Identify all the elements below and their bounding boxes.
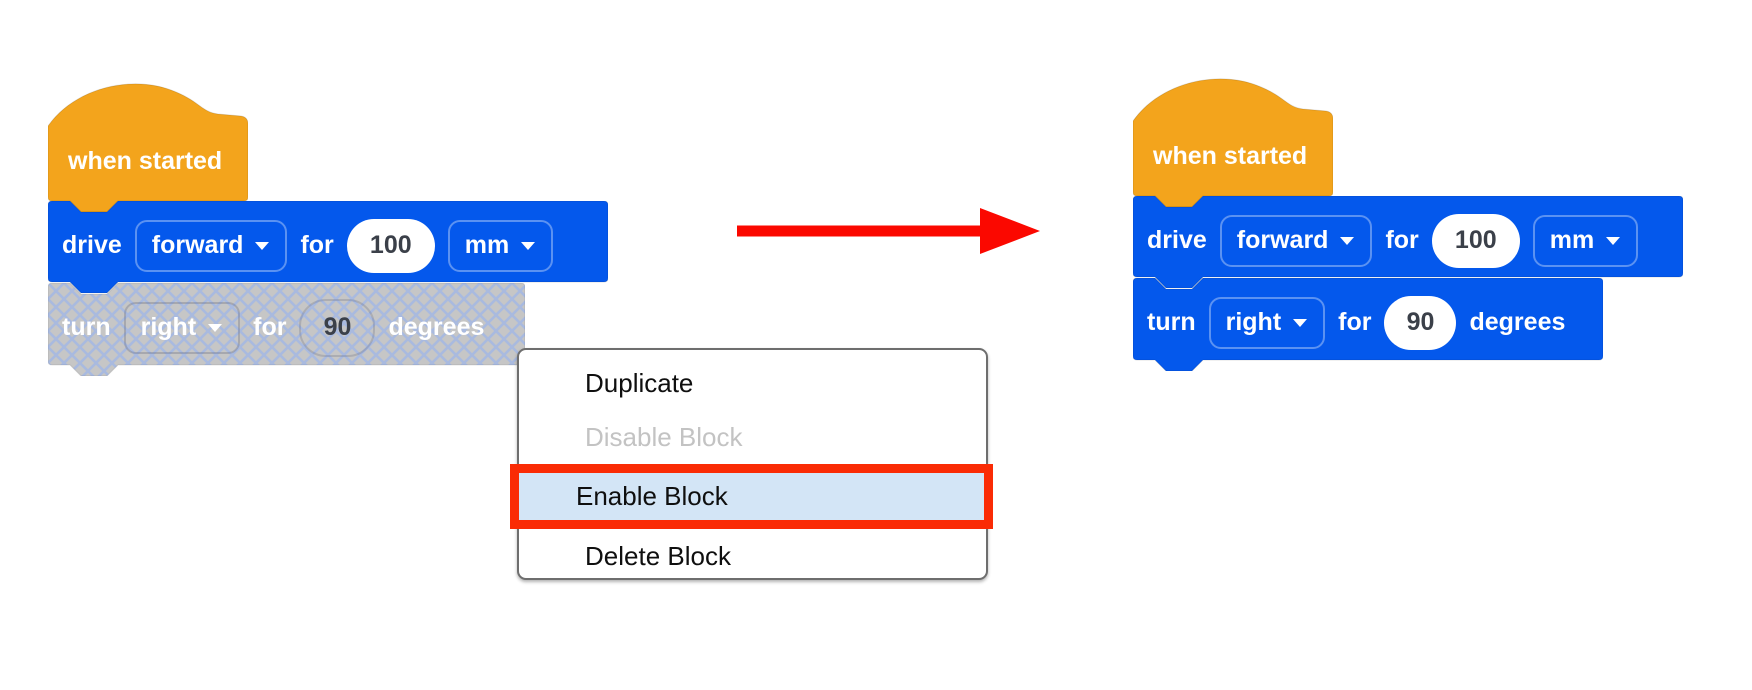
turn-verb-label: turn <box>1147 308 1196 336</box>
block-context-menu: Duplicate Disable Block Enable Block Del… <box>510 348 993 580</box>
when-started-hat-block[interactable]: when started <box>1133 75 1333 207</box>
dropdown-caret-icon <box>1292 318 1308 328</box>
drive-direction-value: forward <box>151 231 244 259</box>
turn-block-disabled[interactable]: turn right for 90 degrees <box>48 283 525 376</box>
dropdown-caret-icon <box>254 241 270 251</box>
turn-direction-dropdown[interactable]: right <box>1208 296 1326 349</box>
menu-item-duplicate[interactable]: Duplicate <box>585 367 694 398</box>
turn-for-label: for <box>1338 308 1372 336</box>
drive-direction-value: forward <box>1236 226 1329 254</box>
turn-angle-input[interactable]: 90 <box>1384 295 1457 350</box>
arrow-icon <box>737 208 1040 254</box>
drive-unit-value: mm <box>464 231 510 259</box>
dropdown-caret-icon <box>520 241 536 251</box>
turn-angle-input[interactable]: 90 <box>299 298 376 357</box>
turn-verb-label: turn <box>62 313 111 341</box>
drive-distance-input[interactable]: 100 <box>1431 213 1520 268</box>
menu-item-delete-block[interactable]: Delete Block <box>585 540 731 571</box>
turn-degrees-label: degrees <box>1469 308 1566 336</box>
turn-direction-value: right <box>140 313 197 341</box>
dropdown-caret-icon <box>207 323 223 333</box>
menu-item-disable-block[interactable]: Disable Block <box>585 421 743 452</box>
drive-for-label: for <box>1385 226 1419 254</box>
drive-unit-value: mm <box>1549 226 1595 254</box>
drive-verb-label: drive <box>1147 226 1207 254</box>
transition-arrow <box>730 200 1050 267</box>
turn-degrees-label: degrees <box>388 313 485 341</box>
drive-block-shape <box>1133 196 1683 288</box>
turn-for-label: for <box>253 313 287 341</box>
turn-block[interactable]: turn right for 90 degrees <box>1133 278 1603 371</box>
drive-block-shape <box>48 201 608 293</box>
drive-for-label: for <box>300 231 334 259</box>
dropdown-caret-icon <box>1339 236 1355 246</box>
menu-item-enable-block-label: Enable Block <box>576 481 728 511</box>
hat-block-shape <box>48 83 248 212</box>
drive-verb-label: drive <box>62 231 122 259</box>
drive-block[interactable]: drive forward for 100 mm <box>1133 196 1683 288</box>
dropdown-caret-icon <box>1605 236 1621 246</box>
hat-block-label: when started <box>1153 141 1308 170</box>
turn-block-shape <box>1133 278 1603 371</box>
turn-direction-dropdown[interactable]: right <box>123 301 241 354</box>
when-started-hat-block[interactable]: when started <box>48 80 248 212</box>
drive-distance-input[interactable]: 100 <box>346 218 435 273</box>
drive-unit-dropdown[interactable]: mm <box>447 219 554 272</box>
hat-block-shape <box>1133 78 1333 207</box>
drive-direction-dropdown[interactable]: forward <box>134 219 288 272</box>
hat-block-label: when started <box>68 146 223 175</box>
menu-item-enable-block[interactable]: Enable Block <box>510 464 993 529</box>
turn-direction-value: right <box>1225 308 1282 336</box>
drive-direction-dropdown[interactable]: forward <box>1219 214 1373 267</box>
drive-block[interactable]: drive forward for 100 mm <box>48 201 608 293</box>
drive-unit-dropdown[interactable]: mm <box>1532 214 1639 267</box>
